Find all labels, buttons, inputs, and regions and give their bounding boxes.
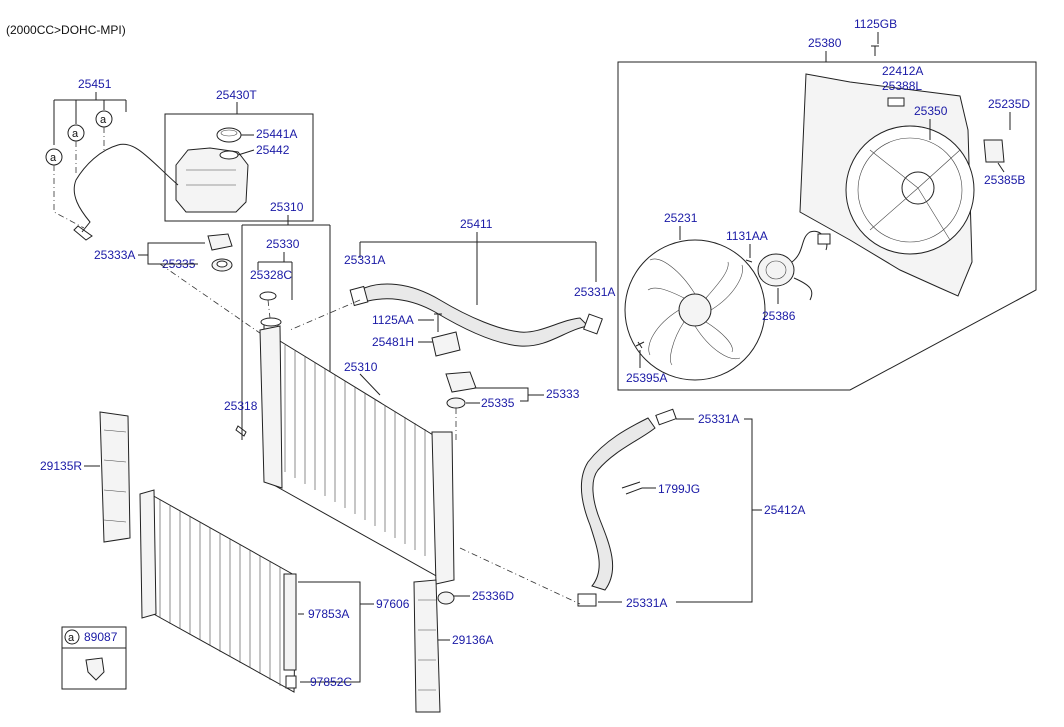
label-25380: 25380	[808, 36, 842, 50]
legend-letter: a	[68, 632, 75, 644]
overflow-hose	[73, 143, 179, 233]
drain-plug	[437, 591, 455, 605]
mount-insulator-right	[446, 397, 466, 409]
ac-condenser	[149, 493, 297, 693]
hose-clip	[85, 657, 105, 681]
radiator-fins	[284, 345, 426, 556]
shroud-label	[887, 97, 905, 107]
label-25412A: 25412A	[764, 503, 805, 517]
drain-plug-seal	[259, 291, 277, 301]
label-25388L: 25388L	[882, 79, 922, 93]
label-25350: 25350	[914, 104, 948, 118]
label-25411: 25411	[460, 217, 493, 231]
label-29135R: 29135R	[40, 459, 82, 473]
label-25330: 25330	[266, 237, 300, 251]
air-guard-upper	[99, 411, 131, 543]
fan-hub	[678, 293, 712, 327]
air-guard-lower	[413, 579, 441, 713]
label-25231: 25231	[664, 211, 698, 225]
label-25442: 25442	[256, 143, 290, 157]
legend-part-89087: 89087	[84, 630, 118, 644]
drier-cap	[285, 675, 297, 689]
fan-nut-group: 25395A	[626, 341, 667, 385]
radiator-group: 25310	[259, 325, 455, 585]
label-25310-top: 25310	[270, 200, 304, 214]
label-1799JG: 1799JG	[658, 482, 700, 496]
label-25333-right: 25333	[546, 387, 580, 401]
label-97852C: 97852C	[310, 675, 352, 689]
label-1131AA: 1131AA	[726, 229, 768, 243]
motor-connector	[817, 233, 831, 245]
upper-mount-left-group: 25333A 25335	[94, 233, 271, 341]
label-1125AA: 1125AA	[372, 313, 414, 327]
condenser-group: 97853A 97606 97852C	[139, 489, 410, 693]
label-25451: 25451	[78, 77, 112, 91]
hose-clamp-lower-bottom	[577, 593, 597, 607]
legend-callout-a	[64, 629, 80, 645]
hose-bracket-group: 1125AA 25481H	[372, 313, 461, 357]
condenser-fins	[159, 500, 281, 686]
label-25331A-right-top: 25331A	[698, 412, 739, 426]
upper-radiator-hose	[359, 283, 590, 347]
label-25481H: 25481H	[372, 335, 414, 349]
hose-bracket	[431, 331, 461, 357]
label-25328C: 25328C	[250, 268, 292, 282]
cap-seal	[219, 150, 239, 160]
svg-text:a: a	[100, 114, 107, 126]
label-25430T: 25430T	[216, 88, 257, 102]
overflow-hose-group: 25451 a a a	[45, 77, 179, 241]
hose-clamp-lower-top	[655, 408, 677, 426]
fan-assembly-frame	[617, 61, 1037, 391]
label-25310-mid: 25310	[344, 360, 378, 374]
label-25331A-top-left: 25331A	[344, 253, 385, 267]
lower-radiator-hose	[580, 417, 656, 591]
label-25335-right: 25335	[481, 396, 515, 410]
reservoir-group: 25441A 25442 25430T	[164, 88, 314, 222]
resistor	[983, 139, 1005, 163]
radiator-cap-group: 25310 25330 25328C 25318	[224, 200, 331, 440]
air-guard-group: 29135R 29136A	[40, 411, 493, 713]
label-25235D: 25235D	[988, 97, 1030, 111]
label-25385B: 25385B	[984, 173, 1025, 187]
label-97606: 97606	[376, 597, 410, 611]
label-25395A: 25395A	[626, 371, 667, 385]
radiator-right-tank	[431, 431, 455, 585]
svg-text:a: a	[72, 128, 79, 140]
lower-hose-group: 25331A 25412A 25331A 1799JG	[459, 408, 805, 610]
label-29136A: 29136A	[452, 633, 493, 647]
label-25441A: 25441A	[256, 127, 297, 141]
label-25336D: 25336D	[472, 589, 514, 603]
svg-text:a: a	[50, 152, 57, 164]
fan-blade-group: 25231	[624, 211, 766, 381]
fan-motor	[757, 253, 795, 287]
upper-hose-group: 25411 25331A 25331A	[289, 217, 615, 347]
legend-box	[61, 626, 127, 690]
fan-motor-group: 1131AA 25386	[726, 229, 831, 323]
upper-mount-bracket-right	[445, 371, 477, 393]
label-25318: 25318	[224, 399, 258, 413]
fan-shroud-group: 1125GB 25380 22412A 25388L 25350 25235D …	[617, 17, 1037, 391]
upper-mount-right-group: 25333 25335	[445, 371, 580, 440]
drain-plug-group: 25336D	[437, 589, 514, 605]
label-25386: 25386	[762, 309, 796, 323]
reservoir-tank	[175, 147, 249, 213]
label-25331A-top-right: 25331A	[574, 285, 615, 299]
label-25331A-right-bottom: 25331A	[626, 596, 667, 610]
label-22412A: 22412A	[882, 64, 923, 78]
label-97853A: 97853A	[308, 607, 349, 621]
label-1125GB: 1125GB	[854, 17, 897, 31]
upper-mount-bracket-left	[207, 233, 233, 251]
engine-spec-header: (2000CC>DOHC-MPI)	[6, 23, 126, 37]
clip-legend: a 89087	[61, 626, 127, 690]
label-25333A-left: 25333A	[94, 248, 135, 262]
reservoir-frame	[164, 113, 314, 222]
receiver-drier	[283, 573, 297, 671]
radiator-left-tank	[259, 325, 283, 489]
hose-clamp-upper-left	[349, 285, 369, 307]
hose-clamp-upper-right	[583, 313, 603, 335]
condenser-left-tank	[139, 489, 157, 619]
